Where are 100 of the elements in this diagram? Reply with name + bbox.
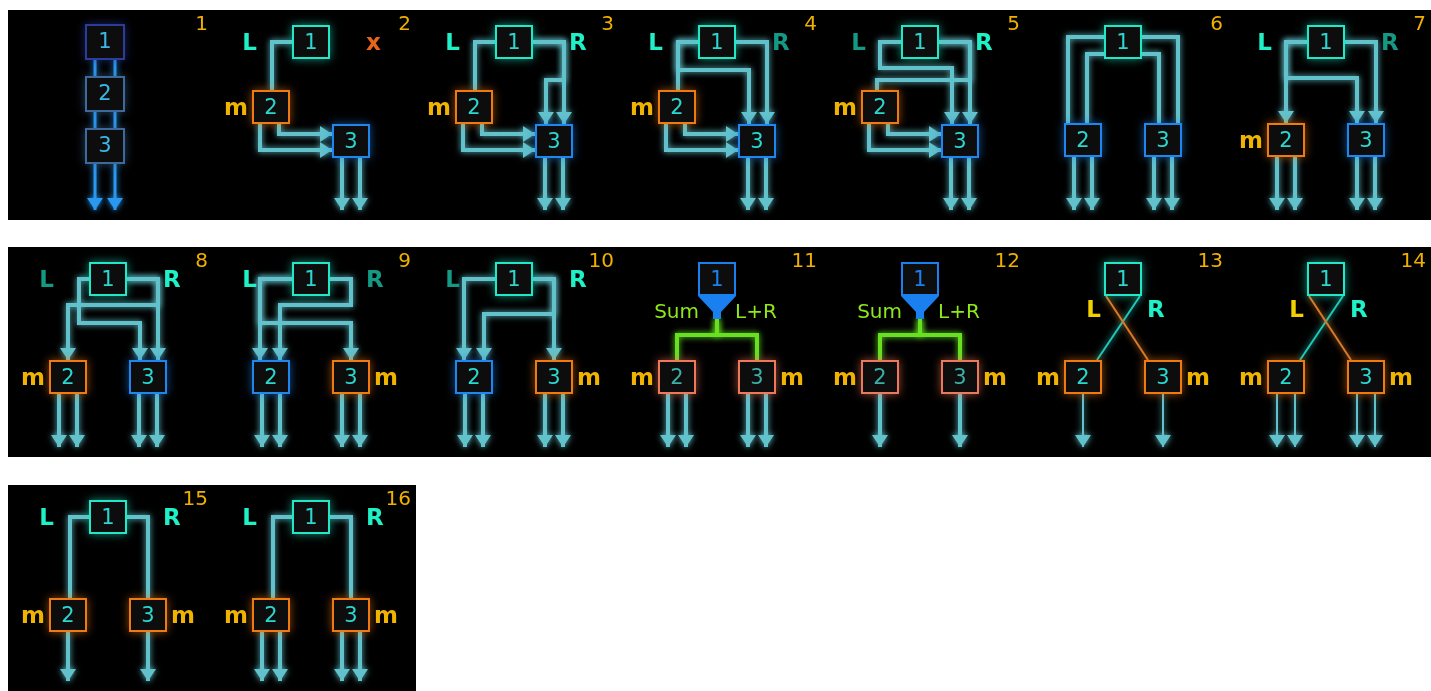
channel-box: 2 xyxy=(658,90,696,124)
channel-box: 2 xyxy=(1267,360,1305,394)
output-arrow xyxy=(1146,157,1162,210)
output-arrow xyxy=(334,394,350,447)
channel-box: 3 xyxy=(332,360,370,394)
output-arrow xyxy=(555,158,571,210)
output-arrow xyxy=(1269,157,1285,210)
channel-box: 2 xyxy=(85,76,125,112)
output-arrow xyxy=(254,632,270,681)
output-arrow xyxy=(352,158,368,210)
channel-box: 1 xyxy=(495,262,533,296)
side-label: R xyxy=(1381,30,1399,54)
channel-box: 3 xyxy=(941,124,979,158)
side-label: L xyxy=(39,267,54,291)
connector-line xyxy=(127,515,150,598)
channel-box: 1 xyxy=(1104,25,1142,59)
panel-number: 12 xyxy=(994,249,1020,271)
channel-box: 3 xyxy=(129,598,167,632)
channel-box: 1 xyxy=(1104,262,1142,296)
output-arrow xyxy=(334,632,350,681)
output-arrow xyxy=(334,158,350,210)
side-label: Sum xyxy=(857,299,902,323)
side-label: L xyxy=(39,505,54,529)
output-arrow xyxy=(537,158,553,210)
side-label: R xyxy=(366,267,384,291)
channel-box: 3 xyxy=(738,360,776,394)
output-arrow xyxy=(149,394,165,447)
side-label: L xyxy=(242,30,257,54)
output-arrow xyxy=(272,394,288,447)
channel-box: 2 xyxy=(1064,360,1102,394)
channel-box: 3 xyxy=(1144,360,1182,394)
channel-box: 1 xyxy=(901,25,939,59)
side-label: x xyxy=(366,30,381,54)
output-arrow xyxy=(1287,393,1303,448)
output-arrow xyxy=(107,164,123,210)
panel-number: 16 xyxy=(385,487,411,509)
output-arrow xyxy=(475,394,491,447)
channel-box: 3 xyxy=(535,124,573,158)
output-arrow xyxy=(952,394,968,447)
channel-box: 2 xyxy=(861,360,899,394)
panel-number: 8 xyxy=(195,249,208,271)
channel-box: 1 xyxy=(85,24,125,60)
side-label: L xyxy=(851,30,866,54)
side-label: m xyxy=(780,365,804,389)
side-label: m xyxy=(577,365,601,389)
side-label: m xyxy=(833,95,857,119)
connector-line xyxy=(715,319,759,360)
output-arrow xyxy=(69,394,85,447)
arrow xyxy=(867,124,941,158)
channel-box: 3 xyxy=(332,124,370,158)
arrow xyxy=(886,124,941,142)
channel-box: 1 xyxy=(89,262,127,296)
arrow xyxy=(258,277,359,360)
channel-box: 1 xyxy=(1307,25,1345,59)
side-label: L xyxy=(648,30,663,54)
channel-box: 2 xyxy=(455,360,493,394)
output-arrow xyxy=(1269,393,1285,448)
arrow xyxy=(480,124,535,142)
panel-number: 10 xyxy=(588,249,614,271)
output-arrow xyxy=(87,164,103,210)
side-label: R xyxy=(1350,297,1368,321)
side-label: m xyxy=(833,365,857,389)
channel-box: 2 xyxy=(455,90,493,124)
side-label: R xyxy=(772,30,790,54)
side-label: L xyxy=(1086,297,1101,321)
side-label: R xyxy=(1147,297,1165,321)
arrow xyxy=(533,40,566,124)
side-label: m xyxy=(630,95,654,119)
channel-box: 1 xyxy=(698,25,736,59)
connector-line xyxy=(473,40,495,90)
side-label: R xyxy=(569,30,587,54)
side-label: m xyxy=(224,603,248,627)
side-label: L xyxy=(445,267,460,291)
panel-number: 15 xyxy=(182,487,208,509)
channel-box: 1 xyxy=(292,500,330,534)
side-label: m xyxy=(1239,128,1263,152)
side-label: m xyxy=(1389,365,1413,389)
output-arrow xyxy=(1349,393,1365,448)
connector-line xyxy=(918,319,962,360)
side-label: R xyxy=(366,505,384,529)
output-arrow xyxy=(758,394,774,447)
output-arrow xyxy=(1075,393,1091,448)
connector-line xyxy=(1142,35,1180,123)
channel-box: 1 xyxy=(495,25,533,59)
channel-box: 2 xyxy=(252,90,290,124)
connector-line xyxy=(1142,52,1161,123)
channel-box: 2 xyxy=(658,360,696,394)
arrow xyxy=(736,40,775,124)
side-label: Sum xyxy=(654,299,699,323)
output-arrow xyxy=(1066,157,1082,210)
channel-box: 3 xyxy=(535,360,573,394)
panel-number: 14 xyxy=(1400,249,1426,271)
output-arrow xyxy=(1084,157,1100,210)
panel-number: 1 xyxy=(195,12,208,34)
arrow xyxy=(258,124,332,158)
side-label: m xyxy=(171,603,195,627)
side-label: m xyxy=(630,365,654,389)
channel-box: 3 xyxy=(129,360,167,394)
output-arrow xyxy=(1164,157,1180,210)
output-arrow xyxy=(740,394,756,447)
